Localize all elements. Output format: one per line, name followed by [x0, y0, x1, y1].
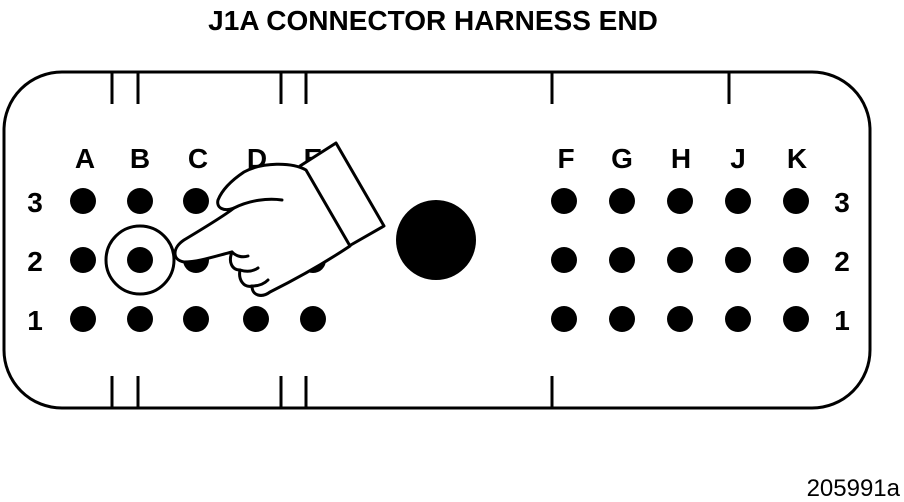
- row-label-1-left: 1: [27, 305, 43, 336]
- column-label-h: H: [671, 143, 691, 174]
- column-label-f: F: [557, 143, 574, 174]
- column-label-a: A: [75, 143, 95, 174]
- pin-k1: [783, 306, 809, 332]
- figure-id: 205991a: [807, 475, 901, 502]
- pin-j3: [725, 188, 751, 214]
- pointing-hand-icon: [173, 141, 386, 297]
- pin-b2: [127, 247, 153, 273]
- pin-b3: [127, 188, 153, 214]
- column-label-g: G: [611, 143, 633, 174]
- housing-tick-marks: [110, 72, 731, 408]
- pin-d1: [243, 306, 269, 332]
- pin-g1: [609, 306, 635, 332]
- pin-k3: [783, 188, 809, 214]
- pin-k2: [783, 247, 809, 273]
- column-label-b: B: [130, 143, 150, 174]
- row-label-2-right: 2: [834, 246, 850, 277]
- pin-h1: [667, 306, 693, 332]
- right-row-labels: 3 2 1: [834, 187, 850, 336]
- pin-c3: [183, 188, 209, 214]
- row-label-1-right: 1: [834, 305, 850, 336]
- pin-e1: [300, 306, 326, 332]
- diagram-title: J1A CONNECTOR HARNESS END: [208, 5, 658, 36]
- left-row-labels: 3 2 1: [27, 187, 43, 336]
- column-label-c: C: [188, 143, 208, 174]
- pin-a1: [70, 306, 96, 332]
- keying-hole-icon: [396, 200, 476, 280]
- pin-f2: [551, 247, 577, 273]
- right-pin-grid: [551, 188, 809, 332]
- pin-a2: [70, 247, 96, 273]
- pin-h2: [667, 247, 693, 273]
- row-label-2-left: 2: [27, 246, 43, 277]
- pin-b1: [127, 306, 153, 332]
- column-label-j: J: [730, 143, 746, 174]
- pin-g3: [609, 188, 635, 214]
- pin-g2: [609, 247, 635, 273]
- highlight-ring-b2: [104, 224, 176, 296]
- row-label-3-right: 3: [834, 187, 850, 218]
- pin-a3: [70, 188, 96, 214]
- right-column-labels: F G H J K: [557, 143, 807, 174]
- column-label-k: K: [787, 143, 807, 174]
- pin-f3: [551, 188, 577, 214]
- pin-f1: [551, 306, 577, 332]
- pin-j2: [725, 247, 751, 273]
- pin-j1: [725, 306, 751, 332]
- pin-c1: [183, 306, 209, 332]
- row-label-3-left: 3: [27, 187, 43, 218]
- pin-h3: [667, 188, 693, 214]
